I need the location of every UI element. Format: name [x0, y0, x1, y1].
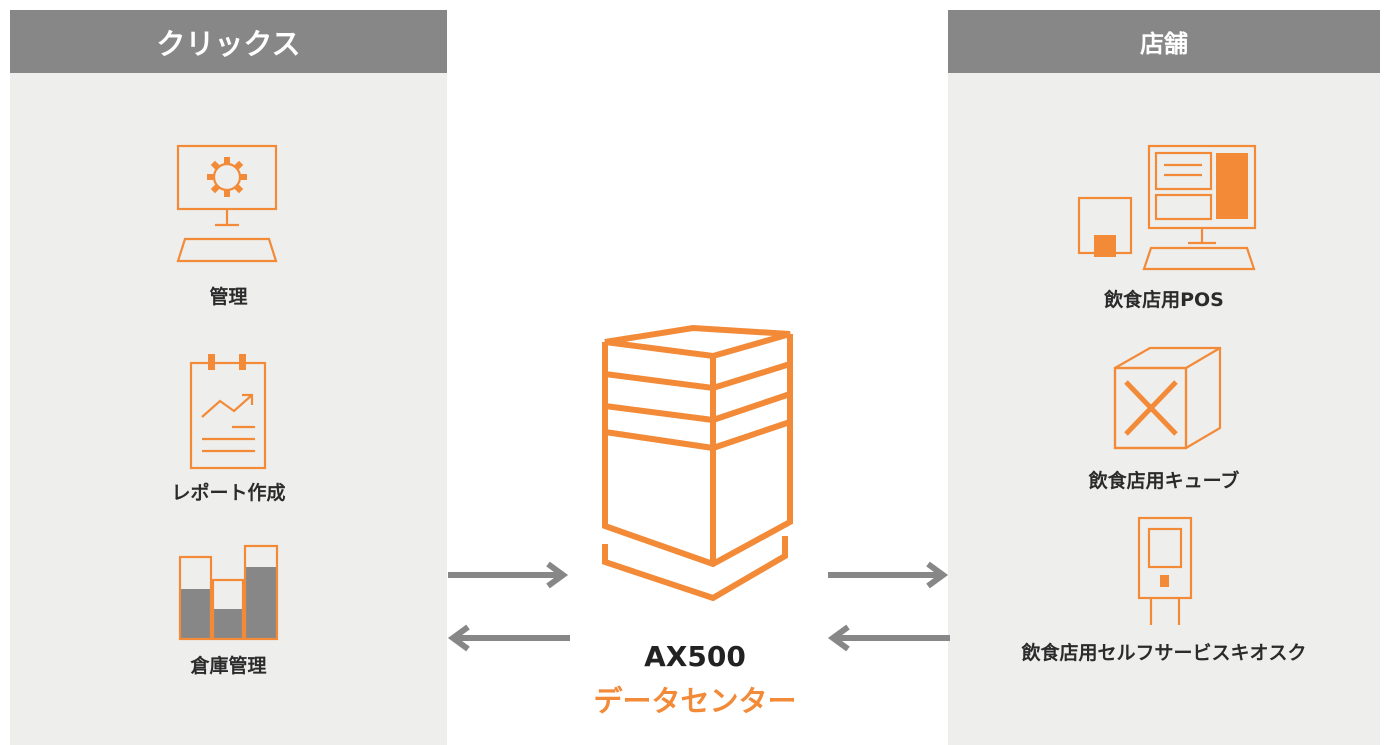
store-panel: 店舗 飲食店用POS 飲食店用キューブ 飲食店用セルフサービスキオスク [948, 10, 1380, 745]
arrow-left-icon [447, 624, 570, 652]
arrow-right-icon [828, 561, 949, 589]
clicks-panel-title: クリックス [10, 10, 447, 73]
pos-label: 飲食店用POS [1104, 289, 1224, 311]
kiosk-label: 飲食店用セルフサービスキオスク [1021, 642, 1307, 664]
monitor-gear-icon [176, 144, 278, 263]
arrow-right-icon [448, 561, 569, 589]
store-panel-title: 店舗 [948, 10, 1380, 73]
arrow-left-icon [827, 624, 950, 652]
clicks-panel: クリックス 管理 [10, 10, 447, 745]
server-tower-icon [602, 324, 793, 602]
datacenter-title: AX500 [644, 640, 746, 673]
cube-icon [1113, 346, 1222, 450]
cube-label: 飲食店用キューブ [1088, 470, 1240, 492]
inventory-label: 倉庫管理 [190, 655, 267, 677]
report-label: レポート作成 [171, 482, 286, 504]
management-label: 管理 [209, 286, 248, 308]
report-chart-icon [189, 354, 267, 470]
kiosk-icon [1137, 516, 1193, 625]
pos-terminal-icon [1077, 144, 1257, 271]
bar-chart-icon [178, 544, 279, 641]
datacenter-subtitle: データセンター [593, 684, 797, 718]
